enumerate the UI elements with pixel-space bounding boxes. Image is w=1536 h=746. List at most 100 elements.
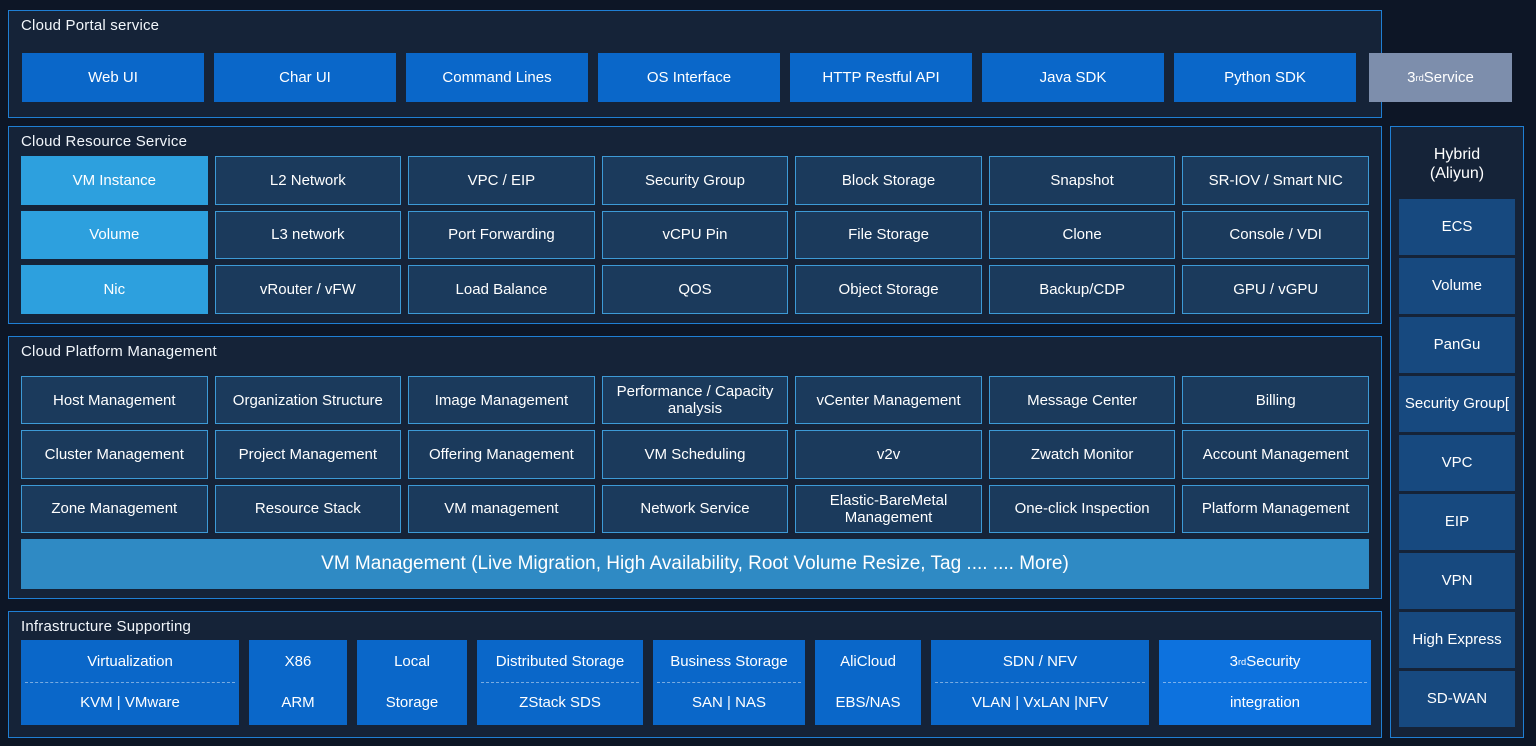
panel-cloud-platform-management: Cloud Platform Management Host Managemen… <box>8 336 1382 599</box>
infra-box-bottom-label: Storage <box>385 694 439 712</box>
sidebar-item-volume[interactable]: Volume <box>1399 258 1515 314</box>
resource-cell-l3-network[interactable]: L3 network <box>214 210 402 260</box>
resource-cell-security-group[interactable]: Security Group <box>601 156 789 205</box>
platform-cell-resource-stack[interactable]: Resource Stack <box>214 484 402 533</box>
infra-box-divider <box>25 682 235 683</box>
sidebar-item-eip[interactable]: EIP <box>1399 494 1515 550</box>
infra-box-top-label: SDN / NFV <box>1002 653 1078 671</box>
resource-cell-nic[interactable]: Nic <box>21 265 208 314</box>
resource-cell-snapshot[interactable]: Snapshot <box>988 156 1176 205</box>
portal-button-java-sdk[interactable]: Java SDK <box>982 53 1164 102</box>
resource-cell-backup-cdp[interactable]: Backup/CDP <box>988 265 1176 314</box>
portal-button-web-ui[interactable]: Web UI <box>22 53 204 102</box>
infra-box-bottom-label: ZStack SDS <box>519 694 601 712</box>
resource-cell-port-forwarding[interactable]: Port Forwarding <box>408 210 595 260</box>
sidebar-item-vpn[interactable]: VPN <box>1399 553 1515 609</box>
platform-cell-v2v[interactable]: v2v <box>795 430 982 479</box>
panel-title-cloud-resource-service: Cloud Resource Service <box>21 133 188 150</box>
portal-button-char-ui[interactable]: Char UI <box>214 53 396 102</box>
platform-cell-vm-management[interactable]: VM management <box>408 484 595 533</box>
resource-cell-sr-iov-smart-nic[interactable]: SR-IOV / Smart NIC <box>1182 156 1369 205</box>
infra-box-divider <box>657 682 801 683</box>
platform-cell-one-click-inspection[interactable]: One-click Inspection <box>988 484 1176 533</box>
infra-box-divider <box>1163 682 1367 683</box>
sidebar-title: Hybrid (Aliyun) <box>1391 135 1523 193</box>
sidebar-item-ecs[interactable]: ECS <box>1399 199 1515 255</box>
platform-cell-organization-structure[interactable]: Organization Structure <box>214 376 402 425</box>
resource-cell-object-storage[interactable]: Object Storage <box>795 265 982 314</box>
platform-cell-image-management[interactable]: Image Management <box>408 376 595 425</box>
infra-box-top-label: AliCloud <box>840 653 896 671</box>
sidebar-item-security-group[interactable]: Security Group[ <box>1399 376 1515 432</box>
infra-box-bottom-label: KVM | VMware <box>80 694 180 712</box>
platform-cell-zwatch-monitor[interactable]: Zwatch Monitor <box>988 430 1176 479</box>
platform-cell-zone-management[interactable]: Zone Management <box>21 484 208 533</box>
resource-cell-load-balance[interactable]: Load Balance <box>408 265 595 314</box>
sidebar-title-line1: Hybrid <box>1433 145 1481 163</box>
infra-box-top-label: Distributed Storage <box>495 653 625 671</box>
resource-cell-volume[interactable]: Volume <box>21 210 208 260</box>
resource-cell-l2-network[interactable]: L2 Network <box>214 156 402 205</box>
sidebar-item-high-express[interactable]: High Express <box>1399 612 1515 668</box>
resource-cell-file-storage[interactable]: File Storage <box>795 210 982 260</box>
resource-cell-vm-instance[interactable]: VM Instance <box>21 156 208 205</box>
platform-cell-host-management[interactable]: Host Management <box>21 376 208 425</box>
resource-cell-qos[interactable]: QOS <box>601 265 789 314</box>
platform-cell-vm-scheduling[interactable]: VM Scheduling <box>601 430 789 479</box>
resource-cell-vcpu-pin[interactable]: vCPU Pin <box>601 210 789 260</box>
portal-button-command-lines[interactable]: Command Lines <box>406 53 588 102</box>
platform-cell-account-management[interactable]: Account Management <box>1182 430 1369 479</box>
vm-management-banner: VM Management (Live Migration, High Avai… <box>21 539 1369 589</box>
resource-cell-console-vdi[interactable]: Console / VDI <box>1182 210 1369 260</box>
resource-cell-clone[interactable]: Clone <box>988 210 1176 260</box>
resource-cell-vrouter-vfw[interactable]: vRouter / vFW <box>214 265 402 314</box>
sidebar-item-vpc[interactable]: VPC <box>1399 435 1515 491</box>
panel-title-cloud-portal-service: Cloud Portal service <box>21 17 160 34</box>
infra-box-top-label: Business Storage <box>670 653 788 671</box>
infra-box-top-label: X86 <box>284 653 312 671</box>
infra-box-bottom-label: ARM <box>281 694 315 712</box>
infra-box-top-label: Local <box>394 653 430 671</box>
platform-cell-vcenter-management[interactable]: vCenter Management <box>795 376 982 425</box>
platform-cell-platform-management[interactable]: Platform Management <box>1182 484 1369 533</box>
platform-cell-billing[interactable]: Billing <box>1182 376 1369 425</box>
platform-cell-elastic-baremetal-management[interactable]: Elastic-BareMetal Management <box>795 484 982 533</box>
sidebar-title-line2: (Aliyun) <box>1429 165 1485 182</box>
platform-cell-cluster-management[interactable]: Cluster Management <box>21 430 208 479</box>
platform-cell-offering-management[interactable]: Offering Management <box>408 430 595 479</box>
infra-box-bottom-label: SAN | NAS <box>692 694 766 712</box>
panel-title-infrastructure-supporting: Infrastructure Supporting <box>21 618 192 635</box>
platform-cell-message-center[interactable]: Message Center <box>988 376 1176 425</box>
resource-cell-block-storage[interactable]: Block Storage <box>795 156 982 205</box>
platform-cell-performance-capacity-analysis[interactable]: Performance / Capacity analysis <box>601 376 789 425</box>
portal-button-os-interface[interactable]: OS Interface <box>598 53 780 102</box>
portal-button-http-restful-api[interactable]: HTTP Restful API <box>790 53 972 102</box>
panel-title-cloud-platform-management: Cloud Platform Management <box>21 343 217 360</box>
sidebar-item-sd-wan[interactable]: SD-WAN <box>1399 671 1515 727</box>
portal-button-python-sdk[interactable]: Python SDK <box>1174 53 1356 102</box>
infra-box-bottom-label: EBS/NAS <box>835 694 901 712</box>
platform-cell-project-management[interactable]: Project Management <box>214 430 402 479</box>
sidebar-item-pangu[interactable]: PanGu <box>1399 317 1515 373</box>
resource-cell-gpu-vgpu[interactable]: GPU / vGPU <box>1182 265 1369 314</box>
platform-cell-network-service[interactable]: Network Service <box>601 484 789 533</box>
infra-box-divider <box>935 682 1145 683</box>
infra-box-divider <box>481 682 639 683</box>
panel-infrastructure-supporting: Infrastructure Supporting Virtualization… <box>8 611 1382 738</box>
resource-cell-vpc-eip[interactable]: VPC / EIP <box>408 156 595 205</box>
